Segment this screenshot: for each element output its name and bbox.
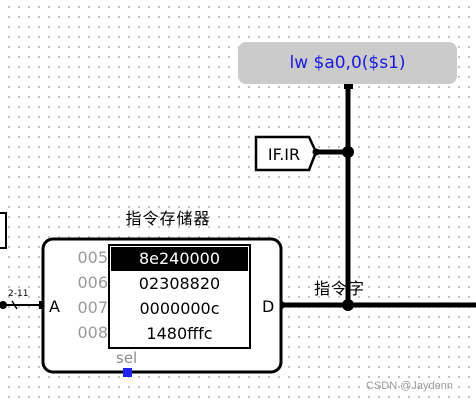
memory-row-value-selected[interactable]: 8e240000 (111, 247, 248, 271)
memory-row-address: 008 (77, 323, 108, 342)
memory-row-address: 006 (77, 273, 108, 292)
partial-component-outline (0, 212, 7, 249)
tunnel-label: IF.IR (267, 144, 301, 164)
memory-title: 指令存储器 (125, 209, 211, 228)
port-d-label: D (262, 297, 275, 316)
probe-instruction-display[interactable]: lw $a0,0($s1) (238, 42, 457, 84)
tunnel-ifir-outline[interactable] (254, 135, 318, 172)
junction-dot (342, 146, 354, 158)
watermark: CSDN @Jaydenn (366, 380, 453, 392)
select-label: sel (116, 349, 138, 367)
select-pin[interactable] (123, 368, 132, 377)
tunnel-connection-dot (312, 148, 320, 156)
bus-width-tick (11, 300, 18, 310)
output-wire-label: 指令字 (314, 279, 366, 298)
memory-row-value[interactable]: 0000000c (139, 299, 220, 318)
memory-row-value[interactable]: 1480fffc (146, 324, 213, 343)
input-wire-end-dot (0, 301, 7, 309)
junction-dot (342, 299, 354, 311)
memory-row-value[interactable]: 02308820 (138, 274, 221, 293)
memory-row-address: 005 (77, 248, 108, 267)
memory-row-address: 007 (77, 298, 108, 317)
probe-input-pin (344, 80, 353, 89)
port-a-label: A (49, 297, 60, 316)
probe-text: lw $a0,0($s1) (289, 53, 406, 73)
input-wire-label: 2-11 (8, 289, 29, 299)
